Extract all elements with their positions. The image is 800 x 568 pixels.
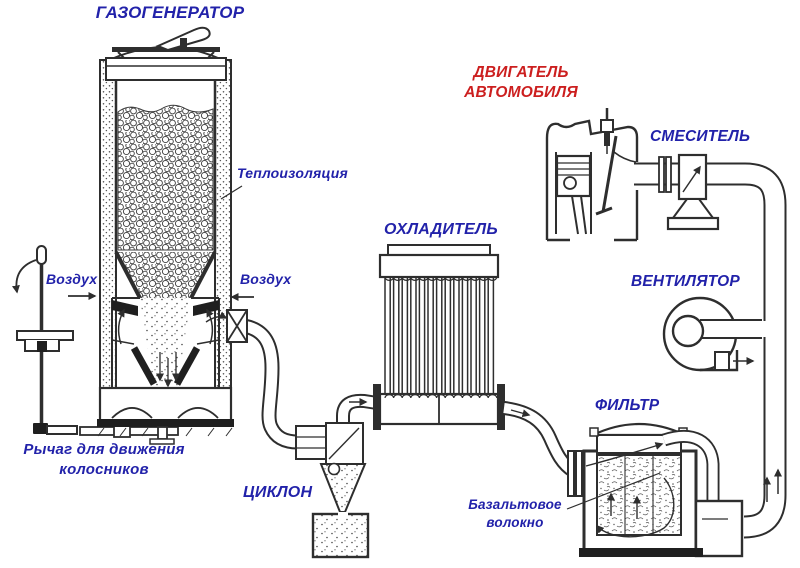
- mixer-air-funnel: [671, 198, 715, 219]
- pipe-generator-to-cyclone: [226, 309, 299, 450]
- label-gas-generator: ГАЗОГЕНЕРАТОР: [95, 3, 245, 22]
- piston: [555, 154, 592, 198]
- wood-chips-fill: [117, 104, 214, 251]
- label-fan: ВЕНТИЛЯТОР: [631, 273, 740, 290]
- fan-drawing: [662, 296, 766, 372]
- cooler-top-header: [378, 253, 500, 279]
- main-gas-pipe: [634, 162, 787, 539]
- label-engine: ДВИГАТЕЛЬ АВТОМОБИЛЯ: [464, 64, 578, 102]
- cooler-flange-left: [373, 384, 381, 430]
- fan-outlet: [714, 351, 730, 371]
- label-air-right: Воздух: [240, 271, 292, 287]
- filter-drawing: [566, 422, 744, 558]
- gas-generator-drawing: [97, 26, 234, 445]
- filter-outlet-box: [694, 499, 744, 558]
- label-basalt-fiber: Базальтовое волокно: [468, 497, 562, 530]
- air-nozzle-left: [112, 300, 138, 316]
- label-air-left: Воздух: [46, 271, 98, 287]
- cyclone-drawing: [295, 422, 370, 559]
- air-nozzle-right: [193, 300, 219, 316]
- label-cyclone: ЦИКЛОН: [243, 484, 313, 501]
- cooler-drawing: [373, 244, 505, 430]
- ash-box: [98, 386, 233, 423]
- label-cooler: ОХЛАДИТЕЛЬ: [384, 221, 498, 238]
- hearth-choke-right: [173, 346, 201, 386]
- vessel-top-band: [105, 57, 227, 81]
- cyclone-inlet-box: [295, 425, 327, 460]
- pipe-cyclone-to-cooler: [336, 393, 379, 438]
- label-grate-lever: Рычаг для движения колосников: [23, 441, 185, 478]
- cooler-tubes: [384, 267, 495, 399]
- hearth-choke-left: [130, 346, 158, 386]
- valve-stem: [601, 135, 618, 213]
- grate-lever-drawing: [11, 245, 179, 438]
- dust-box: [311, 512, 370, 559]
- filter-flange: [567, 450, 575, 497]
- cooler-flange-right: [497, 384, 505, 430]
- mixer-drawing: [658, 153, 720, 231]
- cyclone-cone: [319, 463, 367, 513]
- label-filter: ФИЛЬТР: [595, 397, 660, 414]
- label-insulation: Теплоизоляция: [237, 165, 348, 181]
- lever-handle: [36, 245, 47, 265]
- pipe-cooler-to-filter: [502, 401, 578, 477]
- char-zone: [140, 298, 191, 388]
- rotation-arrow-icon: [11, 259, 37, 294]
- basalt-leader-line: [566, 472, 661, 510]
- annotation-arrows: [68, 185, 254, 301]
- label-mixer: СМЕСИТЕЛЬ: [650, 128, 751, 145]
- fan-hub: [671, 314, 705, 348]
- insulation-leader-line: [220, 185, 243, 200]
- engine-drawing: [545, 108, 639, 242]
